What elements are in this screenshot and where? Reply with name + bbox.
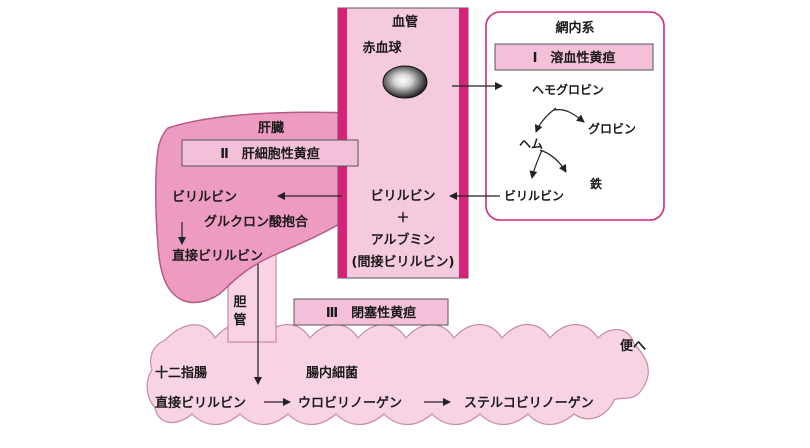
globin-label: グロビン	[588, 121, 636, 136]
type1-label: Ⅰ 溶血性黄疸	[533, 50, 616, 66]
bilirubin-liver-label: ビリルビン	[172, 189, 237, 205]
type3-label: Ⅲ 閉塞性黄疸	[326, 305, 416, 321]
glucuronide-label: グルクロン酸抱合	[204, 214, 309, 230]
intestine	[146, 324, 649, 426]
type1-box	[494, 43, 654, 71]
intestinal-bacteria-label: 腸内細菌	[306, 365, 358, 381]
to-feces-label: 便へ	[620, 338, 646, 354]
vessel-wall-right	[459, 8, 468, 278]
stercobilinogen-label: ステルコビリノーゲン	[464, 395, 594, 411]
arrow-hemoglobin-to-globin	[553, 109, 585, 123]
indirect-bilirubin-label: (間接ビリルビン)	[352, 254, 455, 270]
bilirubin-blood-label: ビリルビン	[370, 188, 435, 204]
albumin-label: アルブミン	[371, 232, 436, 248]
vessel-title: 血管	[392, 14, 418, 30]
iron-label: 鉄	[590, 176, 602, 191]
res-title: 網内系	[555, 20, 594, 36]
bile-duct-label-1: 胆	[233, 295, 246, 310]
hemoglobin-label: ヘモグロビン	[532, 82, 604, 97]
type3-box	[293, 298, 449, 326]
red-blood-cell-icon	[382, 65, 428, 99]
direct-bilirubin-gut-label: 直接ビリルビン	[155, 395, 246, 411]
liver-title: 肝臓	[258, 120, 284, 136]
bile-duct-label-2: 管	[233, 312, 246, 328]
arrow-heme-to-bilirubin	[529, 149, 543, 179]
direct-bilirubin-liver-label: 直接ビリルビン	[172, 248, 263, 264]
duodenum-label: 十二指腸	[155, 365, 207, 381]
type2-box	[181, 139, 359, 167]
urobilinogen-label: ウロビリノーゲン	[298, 395, 402, 411]
plus-sign: ＋	[396, 211, 409, 226]
type2-label: Ⅱ 肝細胞性黄疸	[220, 146, 320, 162]
heme-label: ヘム	[519, 137, 543, 151]
arrow-heme-to-iron	[539, 149, 567, 173]
red-blood-cell-label: 赤血球	[362, 40, 402, 56]
bilirubin-res-label: ビリルビン	[504, 188, 564, 203]
